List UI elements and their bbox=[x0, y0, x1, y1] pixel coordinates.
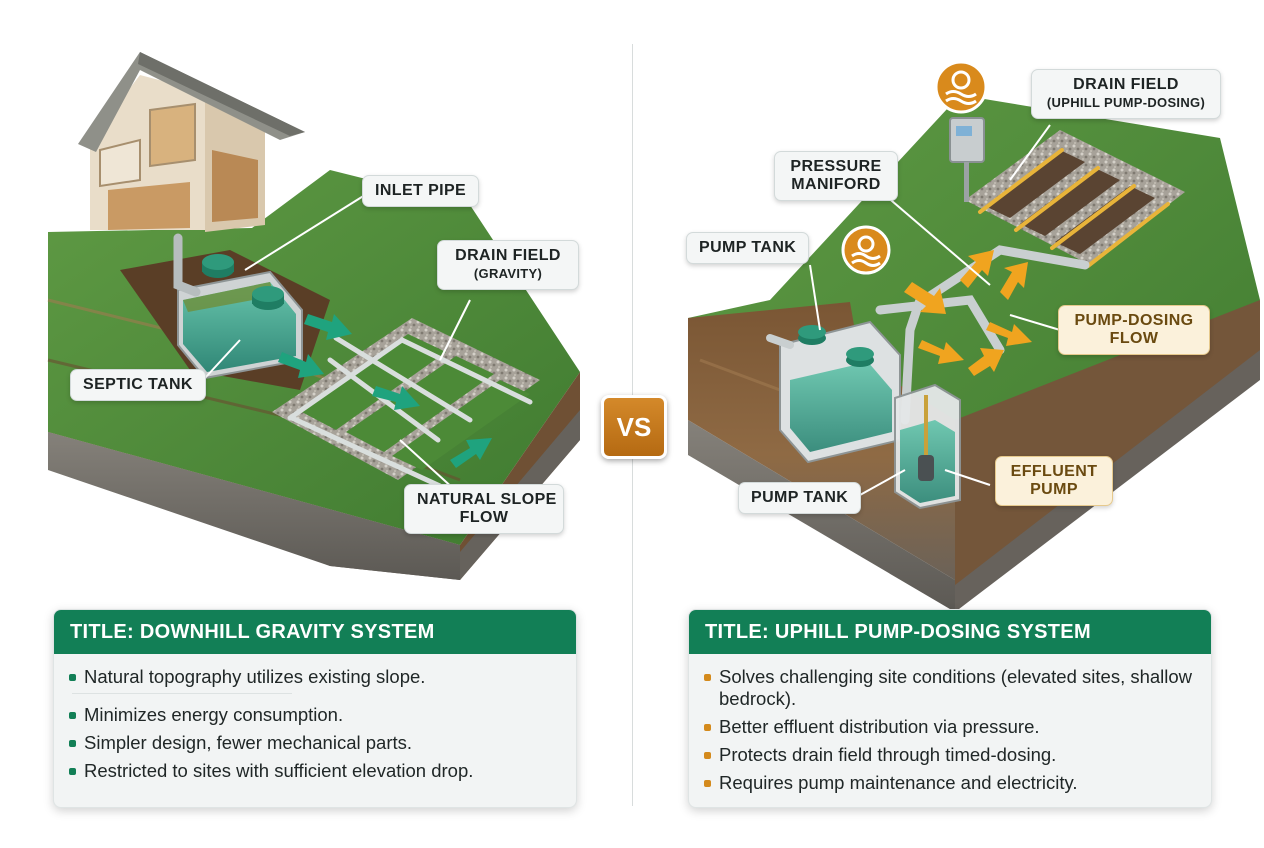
pump-dosing-text-2: FLOW bbox=[1109, 330, 1159, 347]
bullet-item: Restricted to sites with sufficient elev… bbox=[69, 760, 558, 782]
house bbox=[78, 52, 305, 232]
pump-dosing-system-title: TITLE: UPHILL PUMP-DOSING SYSTEM bbox=[689, 610, 1211, 654]
septic-tank-label: SEPTIC TANK bbox=[70, 369, 206, 401]
inlet-pipe-graphic bbox=[173, 233, 201, 297]
drain-field-gravity-label: DRAIN FIELD (GRAVITY) bbox=[437, 240, 579, 290]
pressure-manifold-text-2: MANIFORD bbox=[791, 176, 881, 193]
pressure-manifold-text-1: PRESSURE bbox=[790, 158, 882, 175]
pressure-pipes bbox=[875, 245, 1090, 425]
pump-chamber-graphic bbox=[894, 383, 961, 510]
drain-field-sub-text: (GRAVITY) bbox=[473, 266, 543, 281]
gravity-system-bullets: Natural topography utilizes existing slo… bbox=[54, 654, 576, 782]
pump-dosing-flow-label: PUMP-DOSING FLOW bbox=[1058, 305, 1210, 355]
bullet-item: Simpler design, fewer mechanical parts. bbox=[69, 732, 558, 754]
inlet-pipe-text: INLET PIPE bbox=[375, 182, 467, 199]
drain-field-uphill-label: DRAIN FIELD (UPHILL PUMP-DOSING) bbox=[1031, 69, 1221, 119]
gravity-system-title: TITLE: DOWNHILL GRAVITY SYSTEM bbox=[54, 610, 576, 654]
right-drain-field-sub-text: (UPHILL PUMP-DOSING) bbox=[1046, 95, 1206, 110]
leader-lines bbox=[204, 124, 1061, 496]
right-septic-tank-graphic bbox=[766, 320, 901, 464]
control-panel bbox=[949, 117, 985, 202]
pump-tank-bottom-label: PUMP TANK bbox=[738, 482, 862, 514]
pump-tank-top-label: PUMP TANK bbox=[686, 232, 810, 264]
effluent-pump-text-2: PUMP bbox=[1030, 481, 1078, 498]
pump-dosing-system-card: TITLE: UPHILL PUMP-DOSING SYSTEM Solves … bbox=[688, 609, 1212, 808]
bullet-item: Natural topography utilizes existing slo… bbox=[69, 666, 558, 688]
right-drain-field-graphic bbox=[965, 130, 1185, 268]
effluent-pump-label: EFFLUENT PUMP bbox=[995, 456, 1113, 506]
vs-badge: VS bbox=[601, 395, 667, 459]
bullet-item: Better effluent distribution via pressur… bbox=[704, 716, 1193, 738]
pump-dosing-text-1: PUMP-DOSING bbox=[1074, 312, 1194, 329]
natural-slope-text-1: NATURAL SLOPE bbox=[417, 491, 557, 508]
right-drain-field-text: DRAIN FIELD bbox=[1073, 76, 1179, 93]
inlet-pipe-label: INLET PIPE bbox=[362, 175, 480, 207]
gravity-system-card: TITLE: DOWNHILL GRAVITY SYSTEM Natural t… bbox=[53, 609, 577, 808]
natural-slope-flow-label: NATURAL SLOPE FLOW bbox=[404, 484, 564, 534]
bullet-item: Minimizes energy consumption. bbox=[69, 693, 558, 726]
bullet-item: Requires pump maintenance and electricit… bbox=[704, 772, 1193, 794]
vs-text: VS bbox=[616, 411, 652, 442]
gravity-flow-arrows bbox=[278, 314, 492, 468]
septic-tank-text: SEPTIC TANK bbox=[83, 376, 193, 393]
septic-tank-graphic bbox=[177, 254, 303, 380]
pump-dosing-system-bullets: Solves challenging site conditions (elev… bbox=[689, 654, 1211, 794]
pump-flow-arrows bbox=[904, 250, 1032, 376]
pressure-manifold-label: PRESSURE MANIFORD bbox=[774, 151, 898, 201]
gear-water-badge bbox=[934, 60, 988, 114]
bullet-item: Protects drain field through timed-dosin… bbox=[704, 744, 1193, 766]
bullet-item: Solves challenging site conditions (elev… bbox=[704, 666, 1193, 709]
pump-tank-bottom-text: PUMP TANK bbox=[751, 489, 849, 506]
effluent-pump-text-1: EFFLUENT bbox=[1010, 463, 1098, 480]
pump-tank-top-text: PUMP TANK bbox=[699, 239, 797, 256]
drain-field-text: DRAIN FIELD bbox=[455, 247, 561, 264]
gear-water-badge-small bbox=[841, 225, 891, 275]
natural-slope-text-2: FLOW bbox=[459, 509, 509, 526]
